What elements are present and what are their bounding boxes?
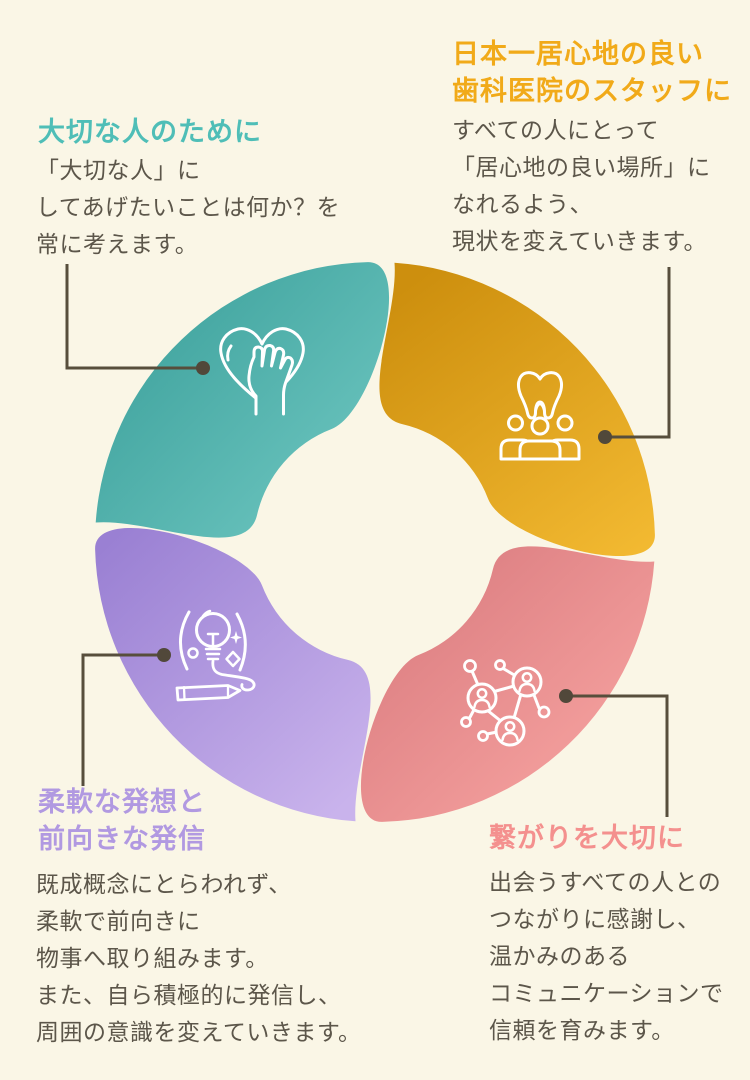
body-line: コミュニケーションで	[489, 980, 724, 1006]
title-line: 大切な人のために	[38, 117, 262, 147]
body-line: 現状を変えていきます。	[452, 228, 708, 254]
connector-dot	[196, 361, 210, 375]
body-line: 信頼を育みます。	[489, 1017, 675, 1043]
title-line: 前向きな発信	[38, 824, 206, 854]
segment-idea	[95, 527, 371, 822]
body-line: してあげたいことは何か？を	[36, 194, 341, 220]
section-idea-body: 既成概念にとらわれず、 柔軟で前向きに 物事へ取り組みます。 また、自ら積極的に…	[36, 866, 362, 1051]
section-connection-body: 出会うすべての人との つながりに感謝し、 温かみのある コミュニケーションで 信…	[489, 864, 724, 1049]
connector-staff	[605, 267, 671, 439]
connector-dots	[157, 361, 612, 703]
connector-dot	[157, 648, 171, 662]
connector-dot	[559, 689, 573, 703]
body-line: 既成概念にとらわれず、	[36, 871, 292, 897]
body-line: 周囲の意識を変えていきます。	[36, 1019, 362, 1045]
section-connection-title: 繋がりを大切に	[489, 820, 685, 857]
title-line: 日本一居心地の良い	[452, 39, 704, 69]
title-line: 歯科医院のスタッフに	[452, 76, 732, 106]
body-line: なれるよう、	[452, 191, 593, 217]
people-network-icon	[460, 659, 551, 747]
tooth-people-icon	[499, 371, 581, 461]
body-line: 「居心地の良い場所」に	[452, 154, 711, 180]
connector-connection	[566, 694, 669, 817]
body-line: すべての人にとって	[452, 117, 660, 143]
title-line: 柔軟な発想と	[38, 787, 206, 817]
heart-hand-icon	[219, 327, 305, 416]
body-line: 常に考えます。	[36, 231, 199, 257]
body-line: 物事へ取り組みます。	[36, 945, 269, 971]
section-care-body: 「大切な人」に してあげたいことは何か？を 常に考えます。	[36, 152, 340, 263]
body-line: 柔軟で前向きに	[36, 908, 201, 934]
section-staff-body: すべての人にとって 「居心地の良い場所」に なれるよう、 現状を変えていきます。	[452, 112, 711, 260]
segment-staff	[379, 262, 655, 557]
lightbulb-pencil-icon	[175, 609, 256, 702]
section-idea-title: 柔軟な発想と 前向きな発信	[38, 784, 206, 858]
body-line: つながりに感謝し、	[489, 906, 701, 932]
connector-dot	[598, 430, 612, 444]
body-line: 「大切な人」に	[36, 157, 201, 183]
connector-idea	[81, 653, 164, 786]
body-line: 温かみのある	[489, 943, 630, 969]
body-line: また、自ら積極的に発信し、	[36, 982, 342, 1008]
title-line: 繋がりを大切に	[489, 823, 685, 853]
segment-connection	[360, 546, 655, 822]
section-care-title: 大切な人のために	[38, 114, 262, 151]
connectors	[65, 264, 671, 817]
segment-care	[95, 262, 390, 538]
connector-care	[65, 264, 203, 370]
section-staff-title: 日本一居心地の良い 歯科医院のスタッフに	[452, 36, 732, 110]
body-line: 出会うすべての人との	[489, 869, 722, 895]
